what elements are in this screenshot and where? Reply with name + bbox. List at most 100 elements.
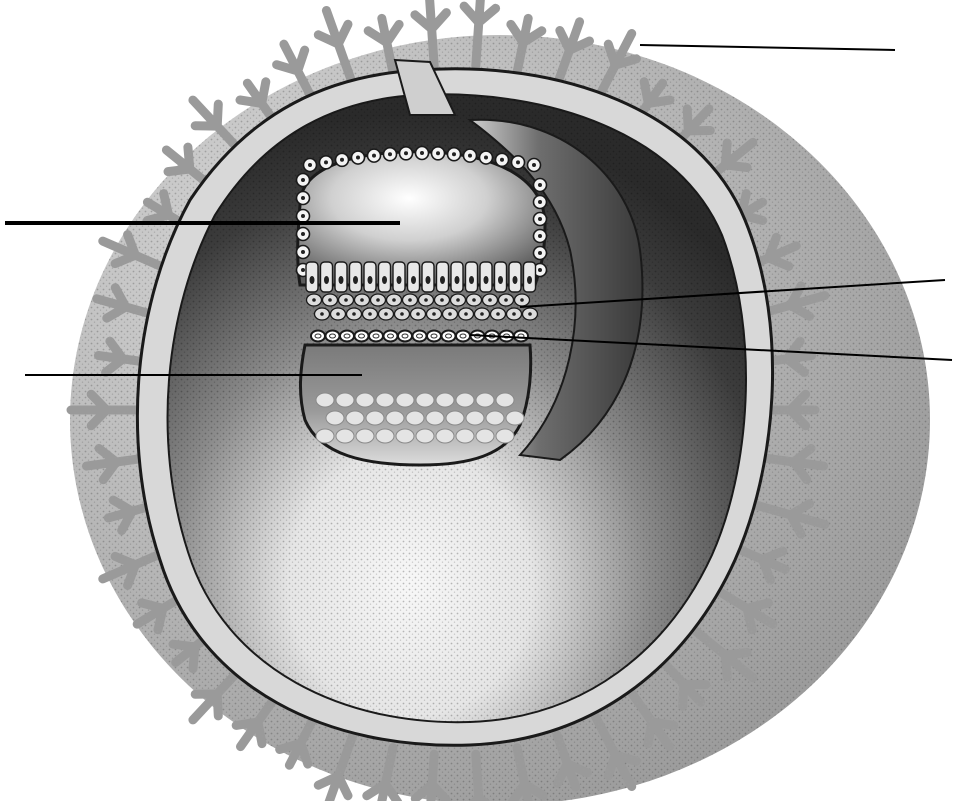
cell-nucleus — [488, 298, 492, 302]
cell-nucleus — [382, 276, 387, 284]
cell — [476, 429, 494, 443]
hypoblast-cell — [369, 331, 383, 342]
cell — [416, 429, 434, 443]
cell — [376, 393, 394, 407]
cell-nucleus — [368, 312, 372, 316]
hypoblast-cell — [326, 331, 340, 342]
cell-nucleus — [384, 312, 388, 316]
cell — [446, 411, 464, 425]
cell-nucleus — [452, 152, 456, 156]
hypoblast-cell — [456, 331, 470, 342]
cell — [316, 429, 334, 443]
cell-nucleus — [352, 312, 356, 316]
cell-nucleus — [464, 312, 468, 316]
cell — [506, 411, 524, 425]
cell — [366, 411, 384, 425]
cell-nucleus — [500, 158, 504, 162]
cell-nucleus — [336, 312, 340, 316]
cell-nucleus — [301, 178, 305, 182]
cell-nucleus — [324, 276, 329, 284]
cell-nucleus — [498, 276, 503, 284]
cell-nucleus — [356, 156, 360, 160]
cell-nucleus — [480, 312, 484, 316]
hypoblast-cell — [427, 331, 441, 342]
cell — [356, 429, 374, 443]
cell-nucleus — [436, 151, 440, 155]
cell — [476, 393, 494, 407]
cell-nucleus — [440, 298, 444, 302]
cell-nucleus — [320, 312, 324, 316]
cell-nucleus — [469, 276, 474, 284]
hypoblast-cell — [355, 331, 369, 342]
cell-nucleus — [376, 298, 380, 302]
cell-nucleus — [301, 250, 305, 254]
cell-nucleus — [504, 298, 508, 302]
cell — [436, 429, 454, 443]
cell-nucleus — [527, 276, 532, 284]
cell — [396, 429, 414, 443]
cell — [396, 393, 414, 407]
cell-nucleus — [339, 276, 344, 284]
cell-nucleus — [538, 200, 542, 204]
cell-nucleus — [324, 160, 328, 164]
cell — [326, 411, 344, 425]
cell — [436, 393, 454, 407]
cell-nucleus — [538, 251, 542, 255]
cell — [346, 411, 364, 425]
cell — [456, 429, 474, 443]
cell-nucleus — [411, 276, 416, 284]
cell-nucleus — [420, 151, 424, 155]
cell-nucleus — [301, 268, 305, 272]
cell-nucleus — [440, 276, 445, 284]
cell — [356, 393, 374, 407]
cell-nucleus — [520, 298, 524, 302]
cell-nucleus — [426, 276, 431, 284]
cell — [456, 393, 474, 407]
yolk-sac — [300, 345, 530, 465]
cell — [426, 411, 444, 425]
cell-nucleus — [538, 268, 542, 272]
cell-nucleus — [424, 298, 428, 302]
hypoblast-cell — [514, 331, 528, 342]
hypoblast-cell — [340, 331, 354, 342]
cell-nucleus — [432, 312, 436, 316]
cell-nucleus — [484, 156, 488, 160]
cell-nucleus — [538, 234, 542, 238]
cell-nucleus — [404, 151, 408, 155]
hypoblast-cell — [398, 331, 412, 342]
cell-nucleus — [468, 154, 472, 158]
cell-nucleus — [388, 152, 392, 156]
hypoblast-cell — [311, 331, 325, 342]
cell-nucleus — [448, 312, 452, 316]
cell-nucleus — [328, 298, 332, 302]
cell-nucleus — [344, 298, 348, 302]
hypoblast-cell — [413, 331, 427, 342]
cell — [336, 429, 354, 443]
cell-nucleus — [340, 158, 344, 162]
cell — [376, 429, 394, 443]
cell-nucleus — [310, 276, 315, 284]
cell — [486, 411, 504, 425]
cell-nucleus — [408, 298, 412, 302]
cell — [316, 393, 334, 407]
cell — [336, 393, 354, 407]
cell-nucleus — [400, 312, 404, 316]
cell-nucleus — [312, 298, 316, 302]
cell-nucleus — [512, 312, 516, 316]
cell-nucleus — [301, 232, 305, 236]
cell-nucleus — [392, 298, 396, 302]
cell-nucleus — [496, 312, 500, 316]
cell-nucleus — [538, 183, 542, 187]
cell-nucleus — [516, 160, 520, 164]
cell-nucleus — [484, 276, 489, 284]
cell — [386, 411, 404, 425]
cell-nucleus — [538, 217, 542, 221]
cell-nucleus — [360, 298, 364, 302]
cell — [406, 411, 424, 425]
cell-nucleus — [301, 214, 305, 218]
cell — [416, 393, 434, 407]
cell-nucleus — [416, 312, 420, 316]
cell-nucleus — [472, 298, 476, 302]
hypoblast-cell — [442, 331, 456, 342]
cell — [496, 429, 514, 443]
